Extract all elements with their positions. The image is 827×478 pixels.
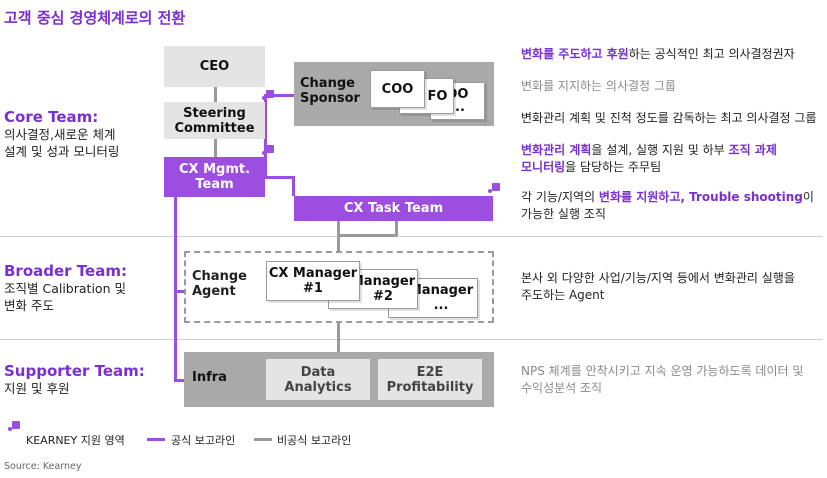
steering-label-1: Steering: [183, 105, 246, 121]
supporter-team-name: Supporter Team:: [4, 362, 145, 380]
desc-infra-a: NPS 체계를 안착시키고 지속 운영 가능하도록 데이터 및: [521, 364, 804, 378]
kearney-support-icon: [262, 90, 274, 100]
informal-line-task-up: [395, 221, 398, 236]
infra-box[interactable]: Infra Data Analytics E2E Profitability: [184, 352, 494, 407]
supporter-team-label: Supporter Team: 지원 및 후원: [4, 362, 145, 397]
source-note: Source: Kearney: [4, 461, 82, 472]
steering-label-2: Committee: [174, 120, 255, 136]
legend-kearney-label: KEARNEY 지원 영역: [26, 434, 125, 447]
formal-line-cx-task-down: [292, 176, 295, 196]
change-sponsor-label-1: Change: [300, 76, 355, 91]
desc-ceo: 변화를 주도하고 후원하는 공식적인 최고 의사결정권자: [521, 46, 821, 63]
formal-line-vertical: [174, 197, 177, 382]
kearney-support-icon: [488, 183, 500, 193]
cx-mgmt-team-box[interactable]: CX Mgmt. Team: [164, 157, 265, 197]
desc-cx-mgmt-hl3: 모니터링: [521, 160, 566, 174]
page-title: 고객 중심 경영체계로의 전환: [4, 9, 186, 27]
desc-sponsor: 변화를 지지하는 의사결정 그룹: [521, 79, 676, 93]
desc-change-agent-a: 본사 외 다양한 사업/기능/지역 등에서 변화관리 실행을: [521, 271, 795, 285]
desc-cx-task-c: 가능한 실행 조직: [521, 207, 606, 221]
kearney-support-icon: [262, 145, 274, 155]
broader-team-desc-1: 조직별 Calibration 및: [4, 281, 126, 296]
formal-line-to-agent: [174, 290, 186, 293]
change-sponsor-label: Change Sponsor: [300, 76, 360, 106]
desc-cx-mgmt-end: 을 담당하는 주무팀: [565, 160, 662, 174]
informal-line-agent-infra: [337, 321, 340, 352]
steering-committee-box[interactable]: Steering Committee: [164, 102, 265, 139]
cx-manager-3-label-1: Manager: [408, 283, 474, 298]
cx-manager-2-label-2: #2: [373, 289, 393, 304]
desc-infra-b: 수익성분석 조직: [521, 381, 603, 395]
data-analytics-label-2: Analytics: [284, 379, 352, 395]
cx-manager-1-card[interactable]: CX Manager #1: [266, 261, 360, 301]
e2e-label-1: E2E: [416, 364, 444, 380]
formal-line-sponsor-down: [264, 94, 267, 178]
broader-team-name: Broader Team:: [4, 262, 127, 280]
legend-informal-label: 비공식 보고라인: [277, 434, 352, 447]
informal-line-task-agent-h: [337, 234, 397, 237]
cx-mgmt-label-1: CX Mgmt.: [178, 162, 251, 177]
informal-line-ceo-steering: [214, 87, 217, 102]
infra-label: Infra: [192, 370, 227, 385]
formal-line-sponsor: [264, 94, 294, 97]
formal-line-cx-task: [264, 176, 294, 179]
cx-mgmt-label-2: Team: [195, 177, 234, 192]
desc-cx-mgmt-hl2: 조직 과제: [728, 143, 777, 157]
formal-line-to-infra: [174, 379, 186, 382]
desc-change-agent-b: 주도하는 Agent: [521, 288, 605, 302]
cx-manager-2-label-1: Manager: [350, 274, 416, 289]
core-team-name: Core Team:: [4, 108, 99, 126]
desc-cx-mgmt-mid: 을 설계, 실행 지원 및 하부: [591, 143, 729, 157]
legend-formal-line: [147, 438, 165, 441]
broader-team-label: Broader Team: 조직별 Calibration 및 변화 주도: [4, 262, 127, 314]
desc-ceo-highlight: 변화를 주도하고 후원: [521, 47, 629, 61]
core-team-label: Core Team: 의사결정,새로운 체계 설계 및 성과 모니터링: [4, 108, 119, 160]
data-analytics-box[interactable]: Data Analytics: [266, 359, 370, 400]
core-team-desc-2: 설계 및 성과 모니터링: [4, 144, 120, 159]
e2e-profitability-box[interactable]: E2E Profitability: [378, 359, 482, 400]
change-agent-label: Change Agent: [192, 269, 247, 299]
cx-manager-1-label-2: #1: [303, 281, 323, 296]
informal-line-steering-cx: [214, 138, 217, 158]
supporter-team-desc-1: 지원 및 후원: [4, 381, 70, 396]
desc-cx-task-hl: 변화를 지원하고, Trouble shooting: [598, 190, 803, 204]
separator-2: [0, 339, 822, 340]
change-agent-label-2: Agent: [192, 284, 236, 299]
change-agent-label-1: Change: [192, 269, 247, 284]
data-analytics-label-1: Data: [300, 364, 336, 380]
coo-card[interactable]: COO: [370, 70, 425, 108]
core-team-desc-1: 의사결정,새로운 체계: [4, 127, 116, 142]
legend-formal-label: 공식 보고라인: [171, 434, 236, 447]
ceo-box[interactable]: CEO: [164, 46, 265, 87]
desc-cx-task-b: 이: [802, 190, 814, 204]
change-sponsor-label-2: Sponsor: [300, 91, 360, 106]
legend-informal-line: [254, 438, 272, 441]
desc-ceo-rest: 하는 공식적인 최고 의사결정권자: [628, 47, 795, 61]
desc-cx-mgmt-hl1: 변화관리 계획: [521, 143, 592, 157]
desc-cx-task-a: 각 기능/지역의: [521, 190, 599, 204]
legend-kearney-icon: [8, 421, 20, 431]
e2e-label-2: Profitability: [386, 379, 474, 395]
cx-manager-1-label-1: CX Manager: [268, 266, 358, 281]
broader-team-desc-2: 변화 주도: [4, 298, 54, 313]
change-sponsor-box[interactable]: Change Sponsor DO... FO COO: [294, 62, 494, 126]
change-agent-container[interactable]: Change Agent Manager ... Manager #2 CX M…: [184, 251, 494, 323]
separator-1: [0, 236, 822, 237]
desc-steering: 변화관리 계획 및 진척 정도를 감독하는 최고 의사결정 그룹: [521, 111, 817, 125]
cx-task-team-box[interactable]: CX Task Team: [294, 196, 493, 221]
cx-manager-3-label-2: ...: [433, 298, 449, 313]
